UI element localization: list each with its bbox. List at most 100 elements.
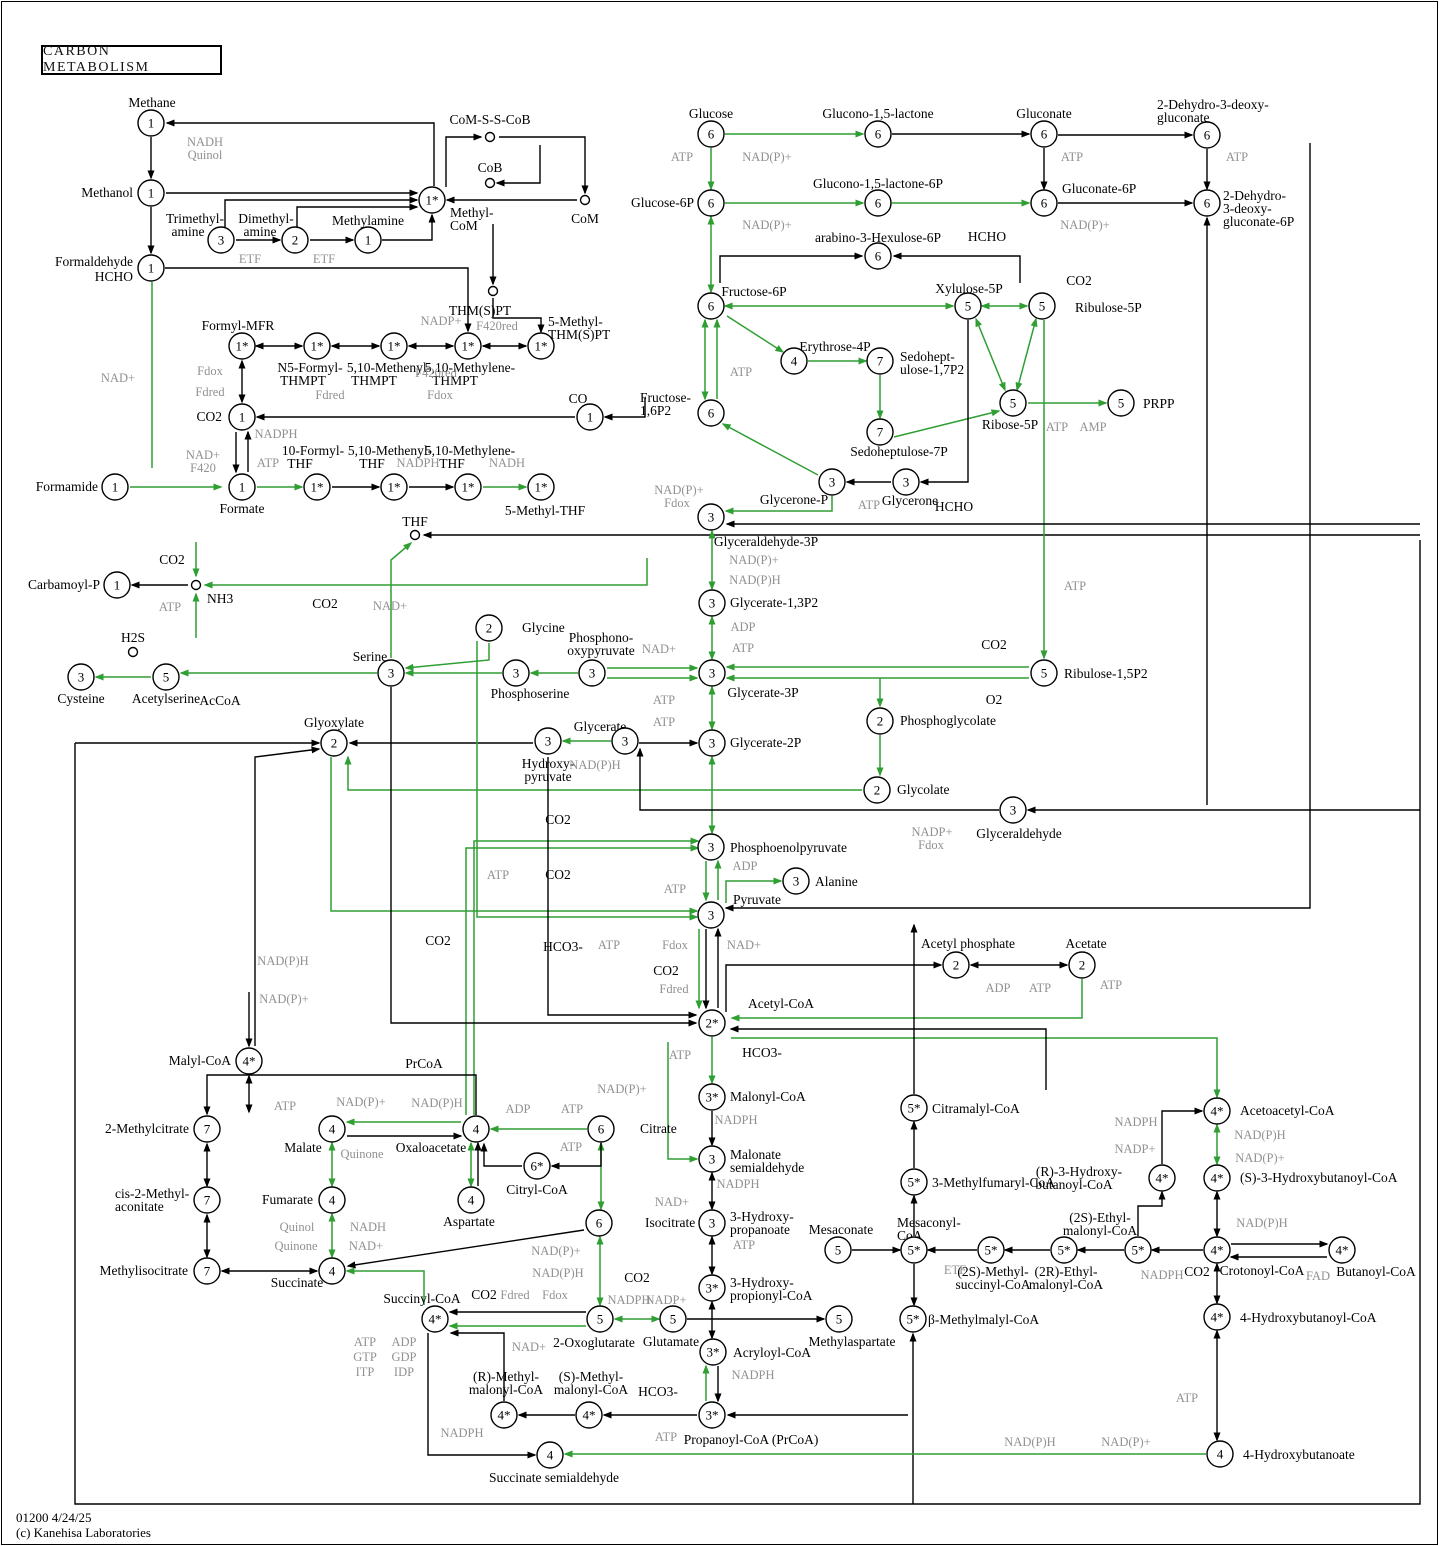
node-circle-glycerate-13p2[interactable] bbox=[698, 589, 726, 617]
node-circle-formyl-mfr[interactable] bbox=[228, 332, 256, 360]
node-circle-oxoglutarate[interactable] bbox=[586, 1305, 614, 1333]
node-fumarate[interactable]: 4 bbox=[318, 1186, 346, 1214]
node-circle-formamide[interactable] bbox=[101, 473, 129, 501]
node-circle-s-methylmalonyl-coa[interactable] bbox=[575, 1401, 603, 1429]
node-circle-pyruvate[interactable] bbox=[697, 901, 725, 929]
node-circle-methylsuccinyl-coa[interactable] bbox=[977, 1236, 1005, 1264]
node-circle-methanol[interactable] bbox=[137, 179, 165, 207]
node-circle-hydroxypropanoate[interactable] bbox=[698, 1209, 726, 1237]
node-circle-phosphoglycolate[interactable] bbox=[866, 707, 894, 735]
node-circle-acetoacetyl-coa[interactable] bbox=[1203, 1097, 1231, 1125]
node-circle-cysteine[interactable] bbox=[67, 663, 95, 691]
node-circle-mesaconyl-coa[interactable] bbox=[900, 1236, 928, 1264]
node-circle-mesaconate[interactable] bbox=[824, 1236, 852, 1264]
node-circle-ribulose-15p2[interactable] bbox=[1030, 659, 1058, 687]
node-hydroxypyruvate[interactable]: 3 bbox=[534, 727, 562, 755]
node-circle-formate[interactable] bbox=[228, 473, 256, 501]
node-ribulose-5p[interactable]: 5 bbox=[1028, 292, 1056, 320]
node-citryl-coa[interactable]: 6* bbox=[523, 1152, 551, 1180]
node-co[interactable]: 1 bbox=[576, 403, 604, 431]
compound-dot-com[interactable] bbox=[579, 194, 591, 206]
node-circle-acetylserine[interactable] bbox=[152, 663, 180, 691]
node-circle-glycolate[interactable] bbox=[863, 776, 891, 804]
node-methylaspartate[interactable]: 5 bbox=[825, 1305, 853, 1333]
node-circle-phosphono-oxypyruvate[interactable] bbox=[578, 659, 606, 687]
node-glycerate[interactable]: 3 bbox=[611, 727, 639, 755]
node-circle-r-hydroxybutanoyl-coa[interactable] bbox=[1148, 1164, 1176, 1192]
node-circle-glycerate-3p[interactable] bbox=[698, 659, 726, 687]
node-citrate[interactable]: 6 bbox=[587, 1115, 615, 1143]
node-circle-formyl-thf[interactable] bbox=[303, 473, 331, 501]
node-methylsuccinyl-coa[interactable]: 5* bbox=[977, 1236, 1005, 1264]
node-methylamine[interactable]: 1 bbox=[354, 226, 382, 254]
node-circle-erythrose-4p[interactable] bbox=[780, 347, 808, 375]
node-trimethylamine[interactable]: 3 bbox=[207, 226, 235, 254]
node-circle-pep[interactable] bbox=[697, 833, 725, 861]
node-sedoheptulose-17p2[interactable]: 7 bbox=[866, 347, 894, 375]
compound-dot-nh3[interactable] bbox=[190, 579, 202, 591]
node-circle-fructose-6p[interactable] bbox=[697, 292, 725, 320]
node-methane[interactable]: 1 bbox=[137, 109, 165, 137]
node-circle-beta-methylmalyl-coa[interactable] bbox=[899, 1305, 927, 1333]
node-circle-hydroxybutanoyl-coa[interactable] bbox=[1203, 1303, 1231, 1331]
node-aspartate[interactable]: 4 bbox=[457, 1186, 485, 1214]
node-phosphoserine[interactable]: 3 bbox=[502, 659, 530, 687]
node-citramalyl-coa[interactable]: 5* bbox=[900, 1094, 928, 1122]
node-methyl-com[interactable]: 1* bbox=[418, 186, 446, 214]
node-glucono-15-lactone[interactable]: 6 bbox=[864, 120, 892, 148]
node-glycerone[interactable]: 3 bbox=[892, 468, 920, 496]
node-glucono-15-lactone-6p[interactable]: 6 bbox=[864, 189, 892, 217]
node-circle-methylaspartate[interactable] bbox=[825, 1305, 853, 1333]
node-succinyl-coa[interactable]: 4* bbox=[421, 1305, 449, 1333]
node-circle-formaldehyde[interactable] bbox=[137, 254, 165, 282]
node-circle-succinate-semialdehyde[interactable] bbox=[536, 1441, 564, 1469]
node-circle-citryl-coa[interactable] bbox=[523, 1152, 551, 1180]
node-acetyl-phosphate[interactable]: 2 bbox=[942, 951, 970, 979]
node-cis-methylaconitate[interactable]: 7 bbox=[193, 1186, 221, 1214]
node-glyceraldehyde-3p[interactable]: 3 bbox=[697, 503, 725, 531]
node-s-hydroxybutanoyl-coa[interactable]: 4* bbox=[1203, 1164, 1231, 1192]
node-hydroxypropanoate[interactable]: 3 bbox=[698, 1209, 726, 1237]
node-butanoyl-coa[interactable]: 4* bbox=[1328, 1236, 1356, 1264]
node-circle-oxaloacetate[interactable] bbox=[462, 1115, 490, 1143]
node-circle-glycine[interactable] bbox=[475, 614, 503, 642]
node-acryloyl-coa[interactable]: 3* bbox=[699, 1338, 727, 1366]
node-circle-methenyl-thf[interactable] bbox=[380, 473, 408, 501]
node-circle-acryloyl-coa[interactable] bbox=[699, 1338, 727, 1366]
node-circle-glyceraldehyde-3p[interactable] bbox=[697, 503, 725, 531]
node-carbamoyl-p[interactable]: 1 bbox=[103, 571, 131, 599]
node-circle-alanine[interactable] bbox=[782, 867, 810, 895]
node-hydroxypropionyl-coa[interactable]: 3* bbox=[698, 1274, 726, 1302]
node-circle-ethylmalonyl-2r[interactable] bbox=[1050, 1236, 1078, 1264]
node-glyoxylate[interactable]: 2 bbox=[320, 729, 348, 757]
node-circle-xylulose-5p[interactable] bbox=[954, 292, 982, 320]
node-gluconate-6p[interactable]: 6 bbox=[1030, 189, 1058, 217]
compound-dot-thf[interactable] bbox=[409, 529, 421, 541]
node-circle-propanoyl-coa[interactable] bbox=[698, 1401, 726, 1429]
compound-dot-cob[interactable] bbox=[484, 177, 496, 189]
node-circle-glucono-15-lactone-6p[interactable] bbox=[864, 189, 892, 217]
node-gluconate[interactable]: 6 bbox=[1030, 120, 1058, 148]
node-circle-methyl-thf[interactable] bbox=[527, 473, 555, 501]
node-circle-s-hydroxybutanoyl-coa[interactable] bbox=[1203, 1164, 1231, 1192]
node-circle-acetyl-coa[interactable] bbox=[698, 1009, 726, 1037]
node-circle-citrate[interactable] bbox=[587, 1115, 615, 1143]
compound-dot-thmspt[interactable] bbox=[487, 285, 499, 297]
node-succinate[interactable]: 4 bbox=[318, 1257, 346, 1285]
node-circle-glutamate[interactable] bbox=[659, 1305, 687, 1333]
node-circle-serine[interactable] bbox=[377, 659, 405, 687]
node-crotonoyl-coa[interactable]: 4* bbox=[1203, 1236, 1231, 1264]
node-circle-isocitrate[interactable] bbox=[585, 1209, 613, 1237]
node-circle-glyoxylate[interactable] bbox=[320, 729, 348, 757]
node-xylulose-5p[interactable]: 5 bbox=[954, 292, 982, 320]
node-ribulose-15p2[interactable]: 5 bbox=[1030, 659, 1058, 687]
node-circle-methylene-thmpt[interactable] bbox=[454, 332, 482, 360]
node-hexulose-6p[interactable]: 6 bbox=[864, 242, 892, 270]
node-formate[interactable]: 1 bbox=[228, 473, 256, 501]
node-prpp[interactable]: 5 bbox=[1107, 389, 1135, 417]
node-oxaloacetate[interactable]: 4 bbox=[462, 1115, 490, 1143]
node-circle-acetate[interactable] bbox=[1068, 951, 1096, 979]
node-hydroxybutanoyl-coa[interactable]: 4* bbox=[1203, 1303, 1231, 1331]
node-circle-hydroxybutanoate[interactable] bbox=[1206, 1440, 1234, 1468]
node-methylene-thmpt[interactable]: 1* bbox=[454, 332, 482, 360]
